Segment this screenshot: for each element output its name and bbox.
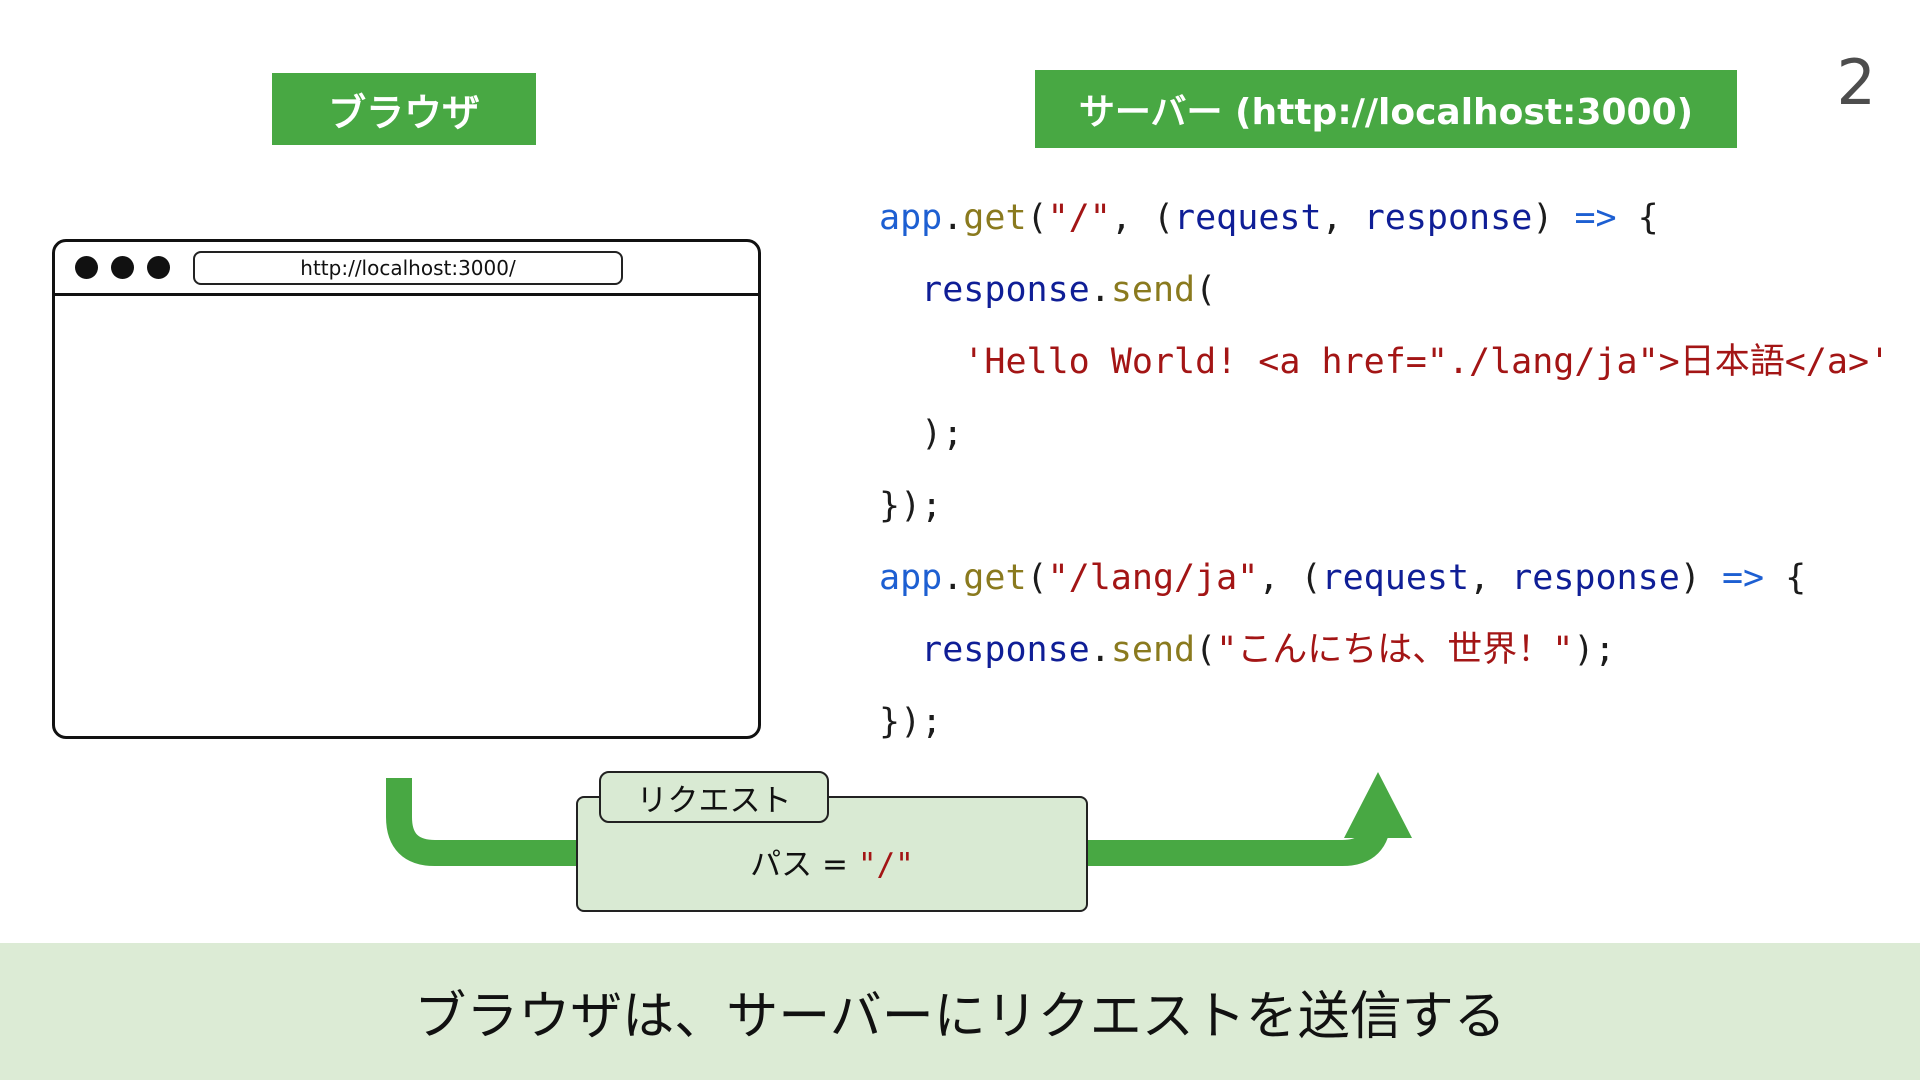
page-number: 2 xyxy=(1836,46,1876,119)
code-line: 'Hello World! <a href="./lang/ja">日本語</a… xyxy=(963,342,1891,382)
code-line: response.send("こんにちは、世界！"); xyxy=(921,630,1616,670)
code-line: app.get("/", (request, response) => { xyxy=(879,198,1659,238)
browser-titlebar: http://localhost:3000/ xyxy=(55,242,758,296)
code-line: }); xyxy=(879,702,943,742)
code-block: app.get("/", (request, response) => { re… xyxy=(879,182,1890,758)
request-path: パス = "/" xyxy=(750,825,914,884)
url-bar: http://localhost:3000/ xyxy=(193,251,623,285)
request-path-value: "/" xyxy=(857,846,914,883)
code-line: app.get("/lang/ja", (request, response) … xyxy=(879,558,1807,598)
caption-bar: ブラウザは、サーバーにリクエストを送信する xyxy=(0,943,1920,1080)
window-dot xyxy=(111,256,134,279)
request-title-box: リクエスト xyxy=(599,771,829,823)
request-path-label: パス = xyxy=(750,846,858,883)
code-line: response.send( xyxy=(921,270,1217,310)
browser-window: http://localhost:3000/ xyxy=(52,239,761,739)
window-dot xyxy=(147,256,170,279)
window-dot xyxy=(75,256,98,279)
server-label: サーバー (http://localhost:3000) xyxy=(1035,70,1737,148)
code-line: ); xyxy=(879,414,964,454)
request-arrow-head xyxy=(1344,772,1412,838)
code-line: }); xyxy=(879,486,943,526)
browser-label: ブラウザ xyxy=(272,73,536,145)
caption-text: ブラウザは、サーバーにリクエストを送信する xyxy=(414,987,1506,1047)
